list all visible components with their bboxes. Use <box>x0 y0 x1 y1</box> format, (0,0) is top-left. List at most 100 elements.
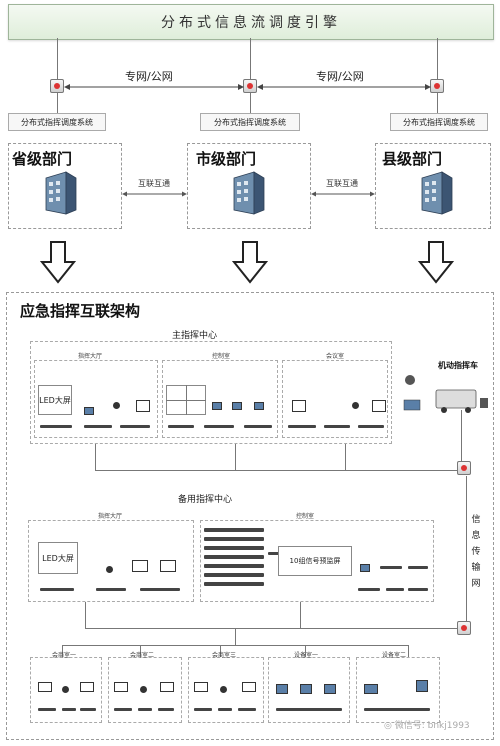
led-screen-label: LED大屏 <box>42 553 74 563</box>
codec-device <box>408 566 428 569</box>
backup-control-label: 控制室 <box>296 513 315 520</box>
camera-icon <box>62 686 69 693</box>
codec-device <box>96 588 126 591</box>
camera-icon <box>113 402 120 409</box>
signal-preview-screen: 10组信号预监屏 <box>278 546 352 576</box>
consult-room-1-label: 会商室一 <box>52 652 77 659</box>
camera-icon <box>220 686 227 693</box>
main-center-title: 主指挥中心 <box>172 331 218 341</box>
codec-device <box>276 708 342 711</box>
codec-device <box>244 425 272 428</box>
router-icon <box>243 79 257 93</box>
codec-device <box>386 588 404 591</box>
monitor-icon <box>136 400 150 412</box>
building-icon <box>421 171 453 215</box>
monitor-icon <box>160 560 176 572</box>
interlink-arrow-left <box>122 191 187 197</box>
camera-icon <box>352 402 359 409</box>
monitor-icon <box>212 402 222 410</box>
router-link <box>250 93 251 113</box>
codec-device <box>168 425 194 428</box>
backup-bus-drop <box>85 602 86 628</box>
pc-icon <box>300 684 312 694</box>
dept-name-county: 县级部门 <box>380 148 445 169</box>
codec-device <box>194 708 212 711</box>
codec-device <box>358 425 384 428</box>
banner-link-right <box>437 38 438 79</box>
main-bus-line <box>95 470 461 471</box>
main-control-label: 控制室 <box>212 353 231 360</box>
monitor-icon <box>38 682 52 692</box>
codec-device <box>40 425 72 428</box>
router-icon <box>457 621 471 635</box>
mobile-devices <box>403 375 488 413</box>
bottom-bus-drop <box>305 645 306 657</box>
monitor-icon <box>254 402 264 410</box>
router-link <box>437 93 438 113</box>
wechat-watermark: ◎ 微信号: bnkj1993 <box>384 718 470 731</box>
main-meeting-label: 会议室 <box>326 353 345 360</box>
building-icon <box>233 171 265 215</box>
server-rack <box>204 528 264 598</box>
codec-device <box>288 425 316 428</box>
consult-room-3-label: 会商室三 <box>212 652 237 659</box>
interlink-label-left: 互联互通 <box>138 179 170 188</box>
monitor-icon <box>194 682 208 692</box>
bottom-bus-drop <box>220 645 221 657</box>
monitor-icon <box>160 682 174 692</box>
codec-device <box>62 708 76 711</box>
router-icon <box>457 461 471 475</box>
interlink-arrow-right <box>311 191 375 197</box>
laptop-icon <box>364 684 378 694</box>
codec-device <box>408 588 428 591</box>
engine-title: 分布式信息流调度引擎 <box>161 15 341 31</box>
camera-icon <box>140 686 147 693</box>
codec-device <box>380 566 402 569</box>
codec-device <box>204 425 234 428</box>
led-screen: LED大屏 <box>38 542 78 574</box>
codec-device <box>38 708 56 711</box>
codec-device <box>114 708 132 711</box>
monitor-icon <box>232 402 242 410</box>
main-bus-drop <box>235 444 236 470</box>
led-screen: LED大屏 <box>38 385 72 415</box>
codec-device <box>120 425 150 428</box>
backup-center-title: 备用指挥中心 <box>178 495 233 505</box>
network-arrow-right <box>257 84 431 90</box>
tablet-icon <box>403 399 421 411</box>
codec-device <box>364 708 430 711</box>
router-link <box>57 93 58 113</box>
backup-bus-line <box>85 628 457 629</box>
pc-icon <box>324 684 336 694</box>
bottom-bus-drop <box>140 645 141 657</box>
network-label-right: 专网/公网 <box>316 70 364 83</box>
backup-hall-label: 指挥大厅 <box>98 513 123 520</box>
video-wall-divider <box>186 385 187 415</box>
watermark-text: 微信号: bnkj1993 <box>394 721 470 731</box>
system-label-province: 分布式指挥调度系统 <box>8 113 106 131</box>
codec-device <box>40 588 74 591</box>
monitor-icon <box>360 564 370 572</box>
bottom-bus-drop <box>408 645 409 657</box>
banner-link-center <box>250 38 251 79</box>
dept-name-province: 省级部门 <box>10 148 75 169</box>
codec-device <box>358 588 380 591</box>
network-label-left: 专网/公网 <box>125 70 173 83</box>
main-hall-label: 指挥大厅 <box>78 353 103 360</box>
banner-link-left <box>57 38 58 79</box>
mobile-link <box>461 410 462 470</box>
mobile-command-title: 机动指挥车 <box>438 361 478 370</box>
monitor-icon <box>114 682 128 692</box>
equipment-room-1-label: 设备室一 <box>294 652 319 659</box>
system-label-county: 分布式指挥调度系统 <box>390 113 488 131</box>
monitor-icon <box>372 400 386 412</box>
signal-preview-label: 10组信号预监屏 <box>289 557 341 565</box>
codec-device <box>84 425 112 428</box>
monitor-icon <box>84 407 94 415</box>
pc-icon <box>416 680 428 692</box>
codec-device <box>80 708 96 711</box>
interlink-label-right: 互联互通 <box>326 179 358 188</box>
architecture-title: 应急指挥互联架构 <box>20 302 141 320</box>
info-network-line <box>466 476 467 624</box>
monitor-icon <box>292 400 306 412</box>
